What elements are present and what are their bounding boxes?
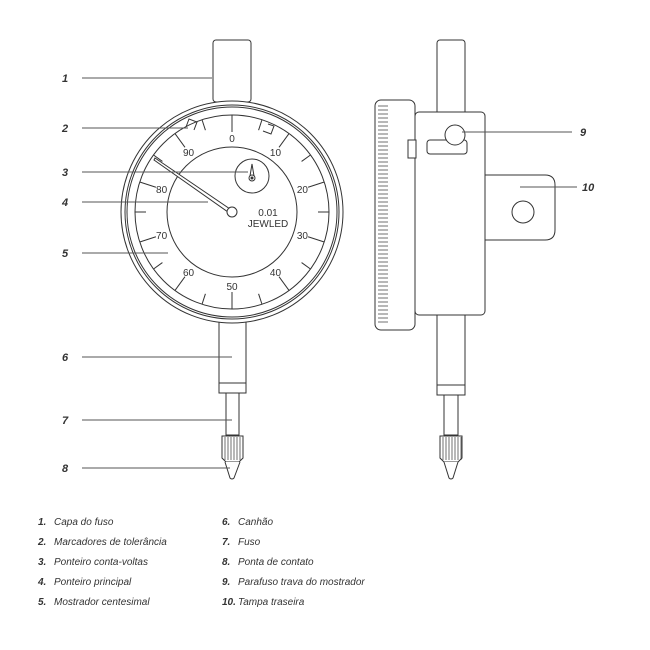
dial-tick	[307, 236, 325, 243]
callout-1: 1	[62, 73, 68, 85]
dial-tick	[201, 293, 206, 305]
legend-item: 5.Mostrador centesimal	[38, 597, 150, 608]
tolerance-marker	[262, 123, 275, 135]
callout-6: 6	[62, 352, 69, 364]
legend-item: 7.Fuso	[222, 537, 261, 548]
dial-number: 10	[270, 148, 282, 159]
dial-tick	[258, 293, 263, 305]
dial-tick	[201, 119, 206, 131]
dial-tick	[174, 133, 186, 148]
legend-item: 1.Capa do fuso	[38, 517, 114, 528]
dial-tick	[174, 276, 186, 291]
dial-tick	[301, 262, 311, 270]
revolution-counter-pointer	[249, 163, 255, 177]
legend-col-2: 6.Canhão 7.Fuso 8.Ponta de contato 9.Par…	[222, 513, 365, 613]
front-view: 0 10 20 30 40 50 60 70 80 90 0.01 JEWLED	[120, 39, 344, 480]
callout-9: 9	[580, 127, 587, 139]
revolution-counter	[234, 158, 270, 194]
dial-tick	[139, 236, 157, 243]
callout-7: 7	[62, 415, 69, 427]
legend-item: 2.Marcadores de tolerância	[38, 537, 167, 548]
side-view	[374, 39, 556, 480]
callout-3: 3	[62, 167, 68, 179]
legend-item: 4.Ponteiro principal	[38, 577, 132, 588]
dial-number: 80	[156, 185, 168, 196]
dial-resolution: 0.01	[258, 208, 278, 219]
callout-5: 5	[62, 248, 69, 260]
stem	[218, 317, 247, 394]
dial-tick	[153, 154, 163, 162]
dial-number: 30	[297, 231, 309, 242]
callout-2: 2	[61, 123, 68, 135]
spindle-cap	[212, 39, 252, 103]
dial-brand: JEWLED	[248, 219, 289, 230]
dial-number: 40	[270, 268, 282, 279]
tolerance-marker	[185, 118, 198, 131]
callout-lines	[82, 77, 577, 469]
dial-number: 0	[229, 134, 235, 145]
dial-number: 90	[183, 148, 195, 159]
legend-item: 8.Ponta de contato	[222, 557, 314, 568]
callout-10: 10	[582, 182, 595, 194]
legend-item: 3.Ponteiro conta-voltas	[38, 557, 148, 568]
back-cover-lug	[485, 174, 556, 241]
dial-number: 50	[226, 282, 238, 293]
callout-4: 4	[61, 197, 68, 209]
dial-tick	[258, 119, 263, 131]
legend-item: 10.Tampa traseira	[222, 597, 305, 608]
dial-tick	[153, 262, 163, 270]
dial-tick	[139, 181, 157, 188]
dial-tick	[278, 133, 290, 148]
dial-number: 70	[156, 231, 168, 242]
callout-8: 8	[62, 463, 69, 475]
dial-tick	[278, 276, 290, 291]
dial-tick	[301, 154, 311, 162]
dial-number: 20	[297, 185, 309, 196]
spindle	[225, 392, 240, 436]
dial-tick	[307, 181, 325, 188]
legend-item: 6.Canhão	[222, 517, 274, 528]
legend-col-1: 1.Capa do fuso 2.Marcadores de tolerânci…	[38, 513, 167, 613]
contact-point	[221, 435, 244, 480]
dial-number: 60	[183, 268, 195, 279]
legend-item: 9.Parafuso trava do mostrador	[222, 577, 365, 588]
